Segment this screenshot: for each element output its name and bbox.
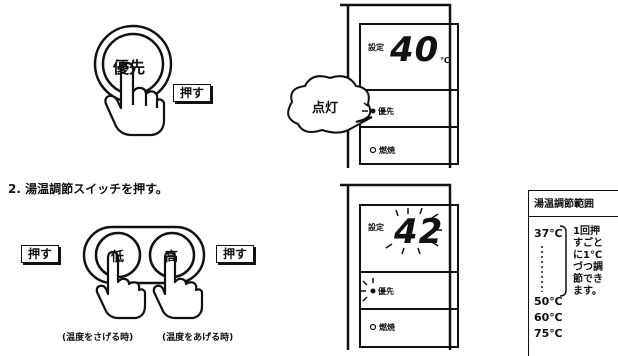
hand-press-icon-1 [104, 61, 166, 137]
burn-indicator-lamp-1 [369, 146, 377, 154]
priority-indicator-lamp-1 [370, 108, 376, 114]
blink-rays-display [385, 207, 442, 255]
hand-press-icon-2 [95, 250, 147, 320]
blink-rays-lamp [361, 278, 374, 302]
burn-indicator-lamp-2 [369, 323, 377, 331]
temperature-readout-2: 42 [394, 212, 444, 252]
range-bracket [559, 225, 567, 297]
range-table-header: 湯温調節範囲 [529, 191, 618, 217]
step2-heading: 2. 湯温調節スイッチを押す。 [8, 182, 168, 196]
set-label-1: 設定 [368, 43, 384, 52]
temperature-readout-1: 40 [390, 30, 440, 70]
temperature-unit-1: ℃ [440, 56, 450, 65]
priority-indicator-label-2: 優先 [378, 287, 394, 296]
priority-indicator-label-1: 優先 [378, 107, 394, 116]
priority-button-label: 優先 [113, 58, 146, 77]
press-label-right: 押す [216, 245, 255, 263]
temperature-range-table: 湯温調節範囲 37℃ 1回押 すごと に1℃ づつ調 節でき ます。 50℃ 6… [528, 190, 618, 356]
range-min: 37℃ [534, 227, 563, 240]
temp-up-label: 高 [165, 250, 179, 265]
range-extra-60: 60℃ [534, 311, 563, 324]
control-panel-2 [340, 183, 459, 350]
temp-down-label: 低 [111, 250, 125, 265]
lit-label: 点灯 [312, 101, 339, 116]
lit-callout-bubble [287, 75, 373, 134]
priority-button[interactable] [93, 24, 173, 104]
range-note: 1回押 すごと に1℃ づつ調 節でき ます。 [573, 226, 603, 297]
caption-temp-up: (温度をあげる時) [162, 333, 234, 343]
hand-press-icon-3 [152, 250, 204, 320]
range-extra-75: 75℃ [534, 327, 563, 340]
press-label-left: 押す [21, 245, 60, 263]
press-label-1: 押す [173, 84, 212, 102]
burn-indicator-label-2: 燃焼 [379, 323, 395, 332]
priority-indicator-lamp-2 [370, 288, 376, 294]
set-label-2: 設定 [368, 223, 384, 232]
burn-indicator-label-1: 燃焼 [379, 146, 395, 155]
caption-temp-down: (温度をさげる時) [62, 333, 134, 343]
light-rays-1 [362, 102, 370, 120]
range-max: 50℃ [534, 295, 563, 308]
